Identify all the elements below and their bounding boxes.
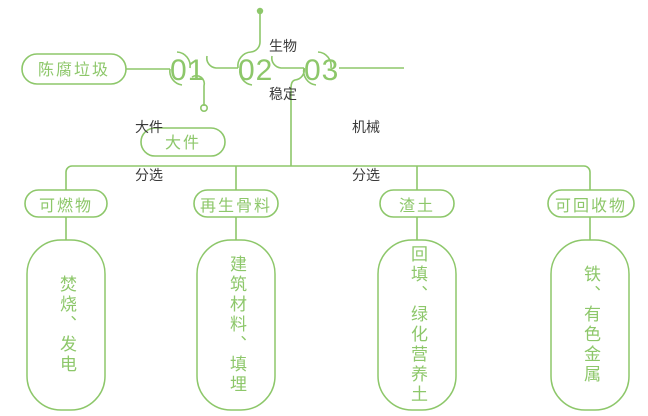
output-box-2 [196, 239, 276, 411]
step-caption-03-line1: 机械 [352, 119, 380, 135]
connector-02-to-03 [271, 55, 304, 69]
output-box-label-3: 回填、绿化营养土 [408, 245, 427, 405]
step-number-03: 03 [304, 54, 339, 87]
arc-03-top [317, 51, 332, 69]
output-box-4 [550, 239, 630, 411]
step-caption-01: 大件 分选 [135, 87, 163, 215]
bulk-output-pill [140, 127, 226, 157]
drop-03-to-bus [290, 67, 305, 166]
output-box-text-wrap-2: 建筑材料、填埋 [197, 240, 275, 410]
branch-dot-bulk [200, 104, 209, 113]
arc-01-top [176, 51, 191, 69]
output-box-text-wrap-1: 焚烧、发电 [27, 240, 105, 410]
step-number-02: 02 [238, 54, 273, 87]
output-pill-4 [547, 189, 635, 218]
step-number-01: 01 [170, 54, 205, 87]
branch-02-up [250, 14, 261, 53]
branch-dot-bio [256, 7, 264, 15]
output-box-label-2: 建筑材料、填埋 [227, 255, 246, 395]
step-caption-01-line2: 分选 [135, 167, 163, 183]
arc-01-bottom [169, 68, 183, 86]
step-caption-03: 机械 分选 [352, 87, 380, 215]
output-box-text-wrap-4: 铁、有色金属 [551, 240, 629, 410]
step-caption-02-line2: 稳定 [269, 86, 297, 102]
stub-01-down [191, 74, 206, 106]
bus-drop-col-1 [65, 165, 73, 190]
output-box-text-wrap-3: 回填、绿化营养土 [378, 240, 456, 410]
source-node-label: 陈腐垃圾 [38, 61, 110, 79]
output-box-label-1: 焚烧、发电 [57, 275, 76, 375]
step-caption-03-line2: 分选 [352, 167, 380, 183]
step-caption-02: 生物 稳定 [269, 6, 297, 134]
output-pill-label-2: 再生骨料 [200, 197, 272, 215]
output-pill-label-4: 可回收物 [555, 197, 627, 215]
bulk-output-label: 大件 [165, 134, 201, 152]
arc-02-top [237, 51, 252, 69]
arc-02-bottom [239, 68, 253, 86]
step-caption-02-line1: 生物 [269, 38, 297, 54]
output-box-1 [26, 239, 106, 411]
output-box-label-4: 铁、有色金属 [581, 265, 600, 385]
output-pill-label-3: 渣土 [399, 197, 435, 215]
output-box-3 [377, 239, 457, 411]
connector-01-to-02 [206, 55, 238, 69]
bus-drop-col-4 [583, 165, 591, 190]
output-pill-label-1: 可燃物 [39, 197, 93, 215]
step-caption-01-line1: 大件 [135, 119, 163, 135]
